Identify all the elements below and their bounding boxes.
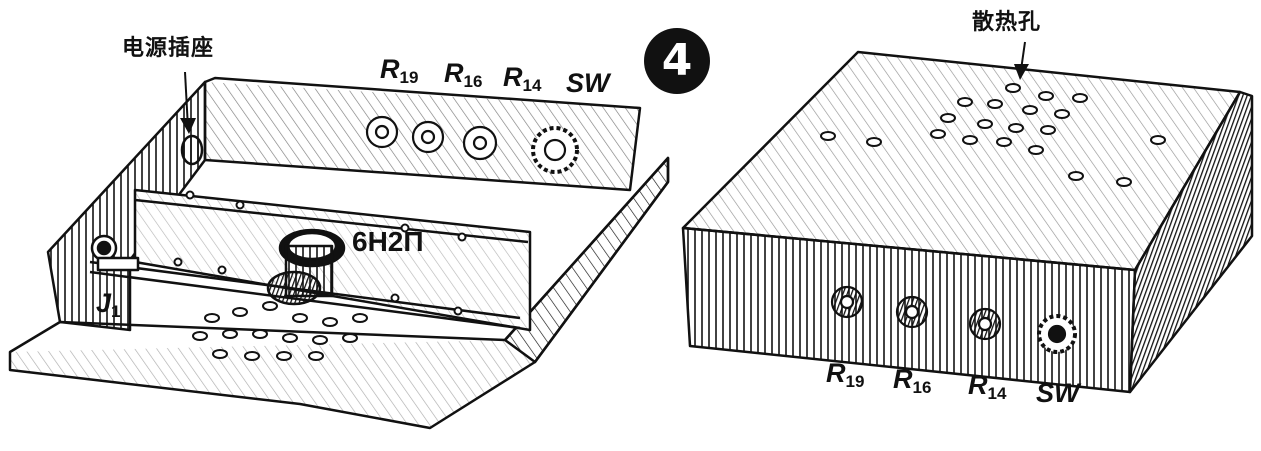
jack-label: J1 <box>96 288 121 321</box>
jack-label-main: J <box>96 288 112 318</box>
open-control-label-r19: R19 <box>380 54 419 87</box>
open-control-label-r16: R16 <box>444 58 483 91</box>
closed-control-label-r19: R19 <box>826 358 865 391</box>
vacuum-tube <box>266 228 346 306</box>
vent-holes-arrow <box>1014 41 1029 80</box>
chassis-right-flap <box>503 156 670 364</box>
base-hole-grid <box>192 301 368 361</box>
tube-label: 6H2Π <box>352 226 424 257</box>
jack-j1 <box>90 234 140 272</box>
open-chassis-knobs <box>365 115 579 174</box>
closed-chassis <box>681 41 1254 394</box>
closed-chassis-knobs <box>830 285 1077 354</box>
power-socket-label: 电源插座 <box>122 36 215 61</box>
open-chassis <box>8 71 670 430</box>
power-socket <box>180 134 204 166</box>
open-control-label-r14: R14 <box>503 62 542 95</box>
closed-chassis-side <box>1128 90 1254 394</box>
figure-number-badge: 4 <box>644 28 710 94</box>
vent-holes-label: 散热孔 <box>972 10 1042 35</box>
closed-control-label-r16: R16 <box>893 364 932 397</box>
closed-control-label-sw: SW <box>1036 378 1080 408</box>
jack-label-sub: 1 <box>111 302 121 321</box>
vent-hole-grid <box>820 83 1166 187</box>
open-control-label-sw: SW <box>566 68 610 98</box>
closed-control-label-r14: R14 <box>968 370 1007 403</box>
power-socket-arrow <box>180 71 196 134</box>
